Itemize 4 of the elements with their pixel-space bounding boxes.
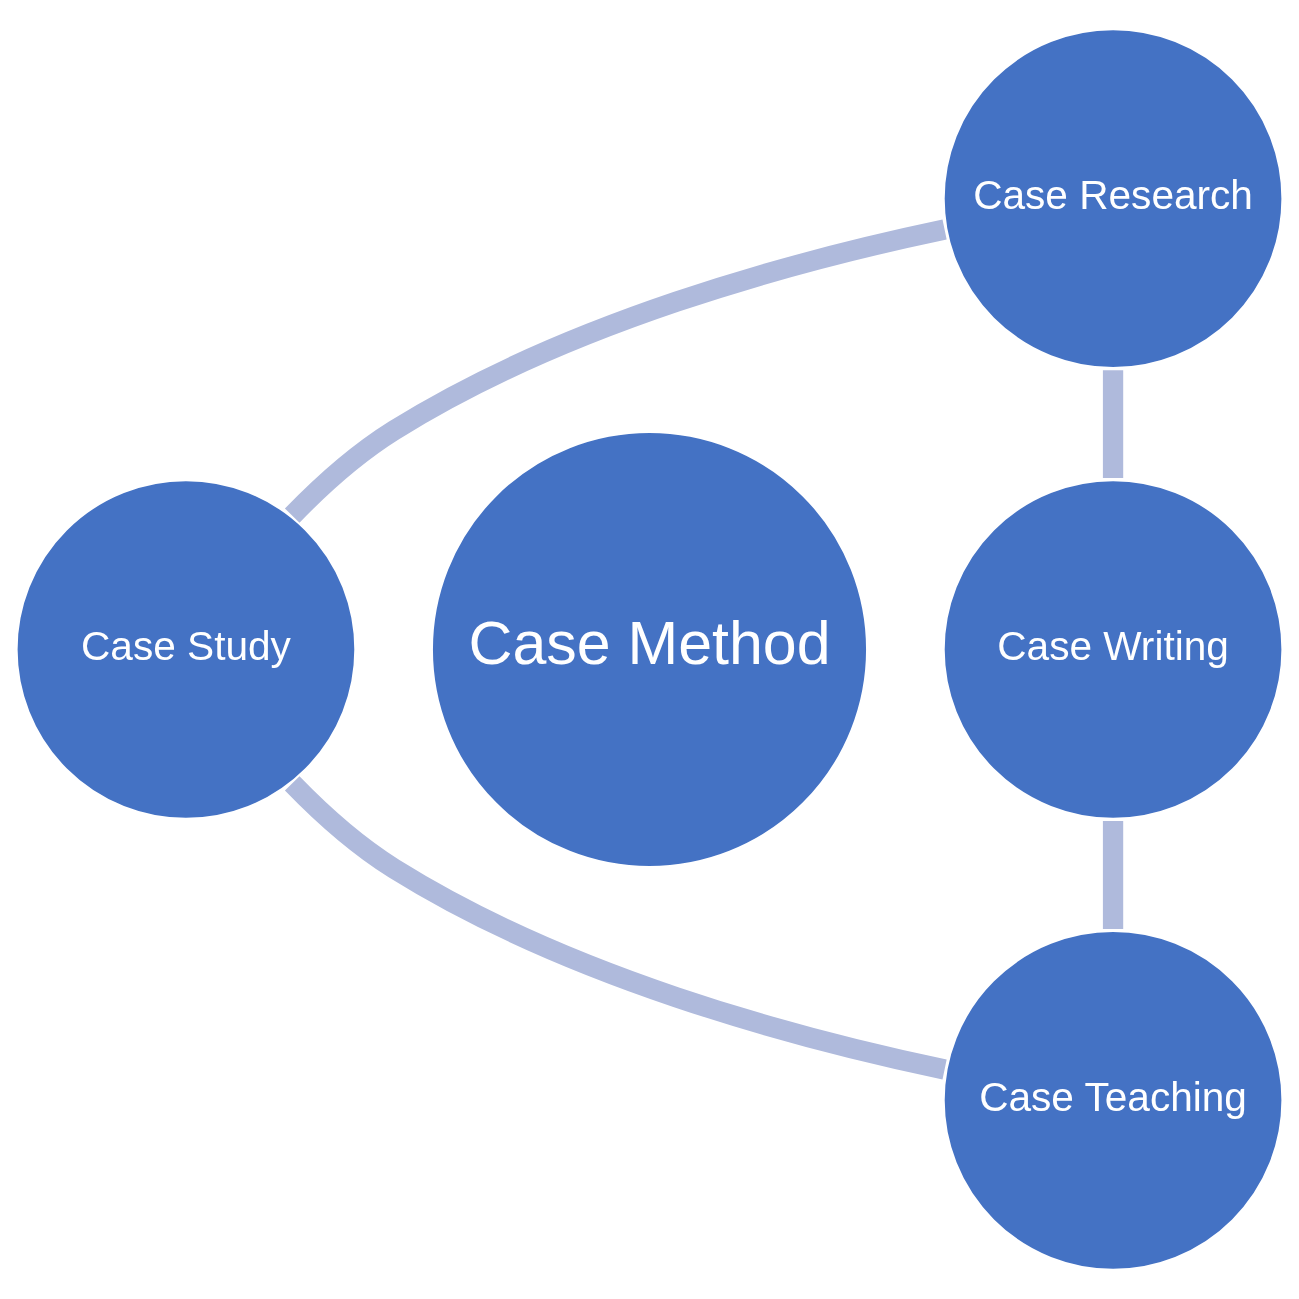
connector: [1102, 370, 1124, 479]
connector: [284, 219, 947, 523]
connector: [1102, 821, 1124, 929]
connector: [284, 776, 947, 1080]
